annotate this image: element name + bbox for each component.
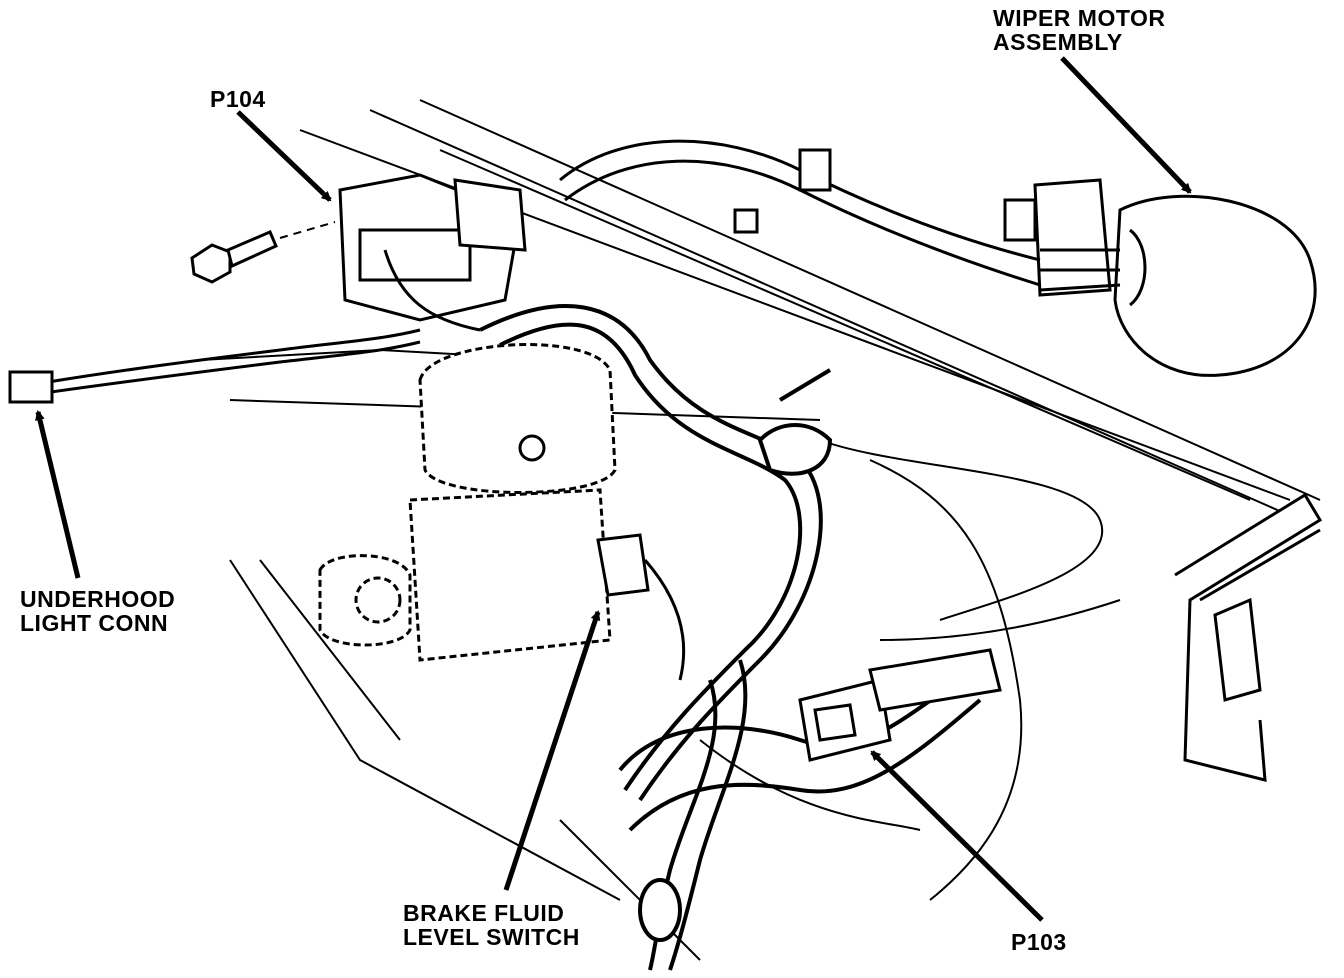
master-cylinder <box>318 343 617 662</box>
brake-fluid-switch-connector <box>596 533 686 681</box>
p103-connector <box>798 648 1002 762</box>
p104-leader-arrow <box>236 110 332 202</box>
mounting-screw <box>190 221 336 284</box>
wiper-motor-assembly-label: WIPER MOTOR ASSEMBLY <box>993 6 1165 54</box>
underhood-light-leader-arrow <box>35 410 81 579</box>
brake-fluid-label-line2: LEVEL SWITCH <box>403 924 580 950</box>
underhood-light-harness <box>8 328 421 404</box>
wiper-motor-label-line1: WIPER MOTOR <box>993 5 1166 31</box>
fender-bracket <box>1174 492 1323 782</box>
wiper-harness <box>559 139 1121 292</box>
p103-label: P103 <box>1011 930 1067 954</box>
brake-fluid-leader-arrow <box>503 610 601 891</box>
p103-leader-arrow <box>870 750 1044 922</box>
brake-fluid-level-switch-label: BRAKE FLUID LEVEL SWITCH <box>403 901 580 949</box>
lower-harness-bundle <box>618 678 982 942</box>
p104-label-text: P104 <box>210 86 266 112</box>
wiper-motor-leader-arrow <box>1060 56 1192 194</box>
wiper-motor-label-line2: ASSEMBLY <box>993 29 1123 55</box>
p104-label: P104 <box>210 87 266 111</box>
wiper-motor-assembly <box>1003 178 1317 377</box>
main-harness-bundle <box>479 304 833 971</box>
underhood-light-label-line1: UNDERHOOD <box>20 586 176 612</box>
p103-label-text: P103 <box>1011 929 1067 955</box>
underhood-light-conn-label: UNDERHOOD LIGHT CONN <box>20 587 175 635</box>
brake-fluid-label-line1: BRAKE FLUID <box>403 900 565 926</box>
underhood-light-label-line2: LIGHT CONN <box>20 610 169 636</box>
p104-connector-assembly <box>338 173 527 332</box>
leader-arrows <box>35 56 1192 922</box>
